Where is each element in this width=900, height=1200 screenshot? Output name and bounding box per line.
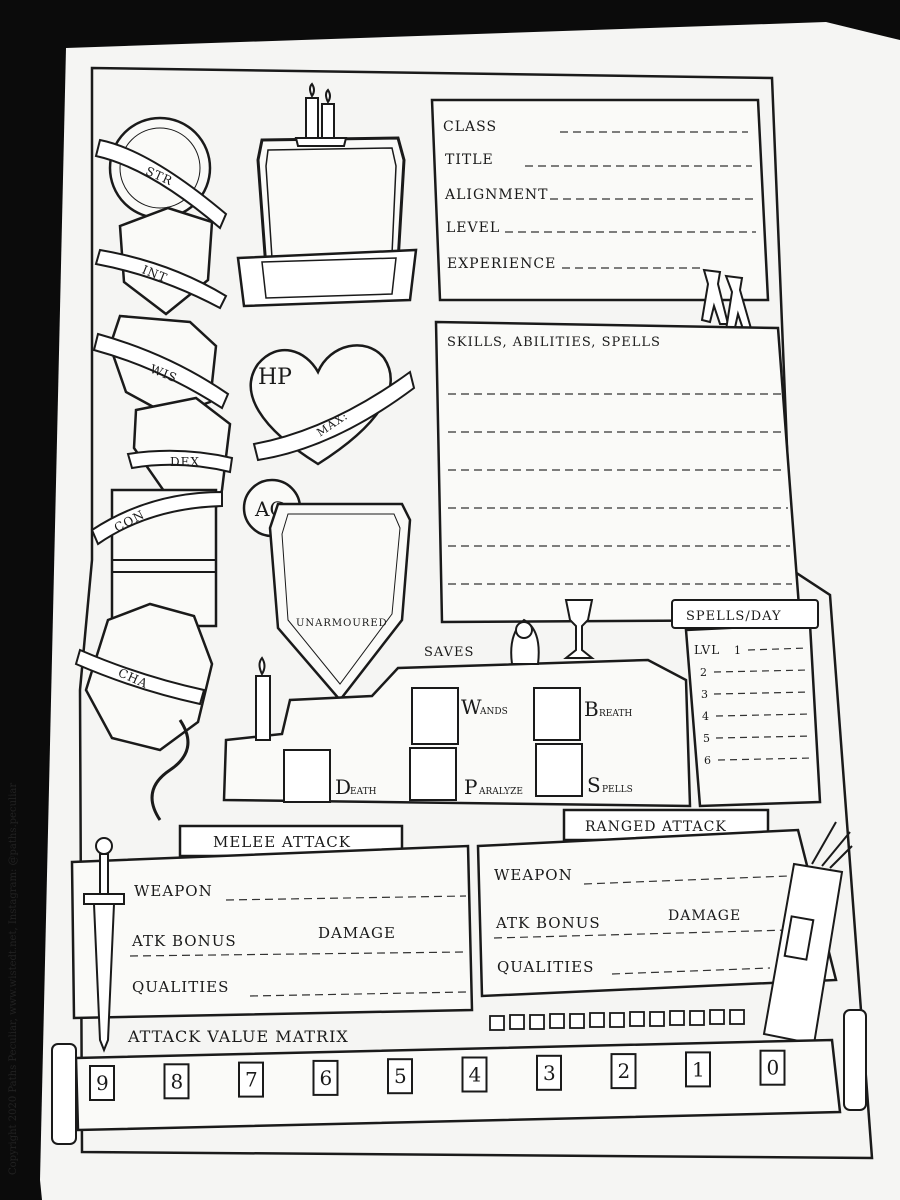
matrix-cell[interactable]: 9 (89, 1065, 115, 1101)
save-paralyze-initial: P (464, 775, 477, 799)
matrix-cell[interactable]: 5 (387, 1058, 413, 1095)
field-experience[interactable]: EXPERIENCE (447, 256, 556, 272)
save-wands-rest: ANDS (479, 707, 508, 717)
save-paralyze[interactable]: P ARALYZE (409, 747, 523, 801)
skills-panel: SKILLS, ABILITIES, SPELLS (434, 320, 802, 624)
field-alignment[interactable]: ALIGNMENT (444, 187, 549, 203)
ranged-title: RANGED ATTACK (585, 819, 727, 835)
spell-level-5: 5 (703, 732, 710, 745)
saves-title: SAVES (424, 645, 474, 660)
save-death-initial: D (335, 775, 351, 799)
matrix-value: 7 (245, 1068, 258, 1092)
matrix-title: ATTACK VALUE MATRIX (127, 1027, 349, 1046)
save-death-rest: EATH (350, 787, 377, 797)
matrix-cell[interactable]: 1 (685, 1051, 711, 1088)
ability-dex-label: DEX (170, 455, 200, 469)
melee-damage-label[interactable]: DAMAGE (318, 924, 396, 942)
matrix-value: 3 (543, 1061, 556, 1085)
save-breath-initial: B (584, 697, 599, 721)
matrix-cell[interactable]: 0 (759, 1049, 786, 1086)
save-death[interactable]: D EATH (283, 749, 377, 803)
matrix-cell[interactable]: 2 (610, 1053, 637, 1090)
spell-slot-lines[interactable] (713, 647, 813, 761)
ranged-qualities-label[interactable]: QUALITIES (497, 958, 594, 976)
skills-title: SKILLS, ABILITIES, SPELLS (447, 335, 661, 350)
wax-seal-icon (700, 268, 754, 334)
character-info-panel: CLASS TITLE ALIGNMENT LEVEL EXPERIENCE (430, 98, 770, 302)
save-spells-rest: PELLS (602, 785, 633, 795)
candle-small-icon (255, 656, 271, 741)
matrix-value: 0 (767, 1056, 780, 1080)
matrix-value: 4 (469, 1063, 482, 1087)
scroll-icon (51, 1009, 867, 1145)
spell-level-1: 1 (734, 644, 741, 657)
matrix-value: 8 (171, 1069, 184, 1093)
matrix-cell[interactable]: 4 (461, 1056, 488, 1093)
save-paralyze-rest: ARALYZE (478, 787, 523, 797)
gargoyle-icon (510, 618, 540, 665)
melee-title: MELEE ATTACK (213, 833, 351, 851)
hp-label: HP (258, 365, 292, 390)
melee-weapon-label[interactable]: WEAPON (134, 882, 213, 900)
field-class[interactable]: CLASS (443, 119, 497, 135)
ranged-weapon-label[interactable]: WEAPON (494, 866, 573, 884)
matrix-value: 2 (618, 1059, 631, 1083)
ability-scores: STR INT WIS DEX CON (74, 116, 234, 821)
ribbon-tail (150, 719, 190, 821)
ranged-atk-bonus-label[interactable]: ATK BONUS (495, 914, 601, 932)
ability-int[interactable]: INT (94, 206, 228, 316)
dagger-icon (83, 837, 125, 1053)
matrix-value: 9 (96, 1071, 109, 1095)
ac-shield[interactable]: AC UNARMOURED (242, 478, 412, 702)
skills-lines[interactable] (448, 393, 792, 585)
ability-cha[interactable]: CHA (74, 602, 214, 752)
melee-atk-bonus-label[interactable]: ATK BONUS (131, 932, 237, 950)
matrix-checkboxes[interactable] (489, 1009, 745, 1031)
spell-level-2: 2 (700, 666, 707, 679)
candle-icon (294, 82, 348, 147)
matrix-value: 6 (320, 1066, 333, 1090)
matrix-value: 1 (692, 1057, 705, 1081)
melee-qualities-label[interactable]: QUALITIES (132, 978, 229, 996)
save-wands[interactable]: W ANDS (411, 687, 508, 745)
attack-matrix-panel: ATTACK VALUE MATRIX 9 8 7 6 5 4 3 2 1 0 (51, 1009, 867, 1145)
matrix-value: 5 (394, 1064, 407, 1088)
copyright-notice: Copyright 2020 Paths Peculiar, www.wiste… (8, 782, 19, 1175)
save-spells[interactable]: S PELLS (535, 743, 633, 797)
save-wands-initial: W (461, 695, 482, 719)
melee-attack-panel: MELEE ATTACK WEAPON ATK BONUS DAMAGE QUA… (70, 824, 474, 1053)
saves-panel: SAVES W ANDS B REATH D EATH (222, 599, 692, 808)
matrix-cell[interactable]: 3 (536, 1054, 562, 1091)
ability-wis[interactable]: WIS (92, 314, 230, 418)
outer-frame (78, 66, 874, 1160)
save-breath-rest: REATH (599, 709, 632, 719)
matrix-cell[interactable]: 8 (163, 1063, 190, 1100)
portrait-frame (236, 82, 418, 308)
matrix-value-boxes: 9 8 7 6 5 4 3 2 1 0 (89, 1049, 786, 1101)
ac-unarmoured-label: UNARMOURED (296, 618, 388, 629)
spell-level-4: 4 (702, 710, 709, 723)
hp-heart[interactable]: HP MAX: (249, 344, 416, 466)
ability-str[interactable]: STR (94, 116, 228, 230)
ranged-attack-panel: RANGED ATTACK WEAPON ATK BONUS DAMAGE QU… (476, 808, 853, 1046)
ranged-damage-label[interactable]: DAMAGE (668, 908, 741, 924)
spells-lvl-label: LVL (694, 643, 720, 657)
goblet-icon (563, 599, 595, 659)
matrix-cell[interactable]: 6 (312, 1059, 339, 1096)
spell-level-3: 3 (701, 688, 708, 701)
ability-con[interactable]: CON (90, 488, 223, 628)
save-spells-initial: S (587, 773, 601, 797)
save-breath[interactable]: B REATH (533, 687, 632, 741)
spell-level-6: 6 (704, 754, 711, 767)
field-title[interactable]: TITLE (445, 152, 494, 168)
field-level[interactable]: LEVEL (446, 220, 500, 236)
spells-per-day-panel: SPELLS/DAY LVL 1 2 3 4 5 6 (671, 599, 822, 808)
spells-per-day-title: SPELLS/DAY (686, 609, 782, 624)
matrix-cell[interactable]: 7 (238, 1061, 264, 1098)
